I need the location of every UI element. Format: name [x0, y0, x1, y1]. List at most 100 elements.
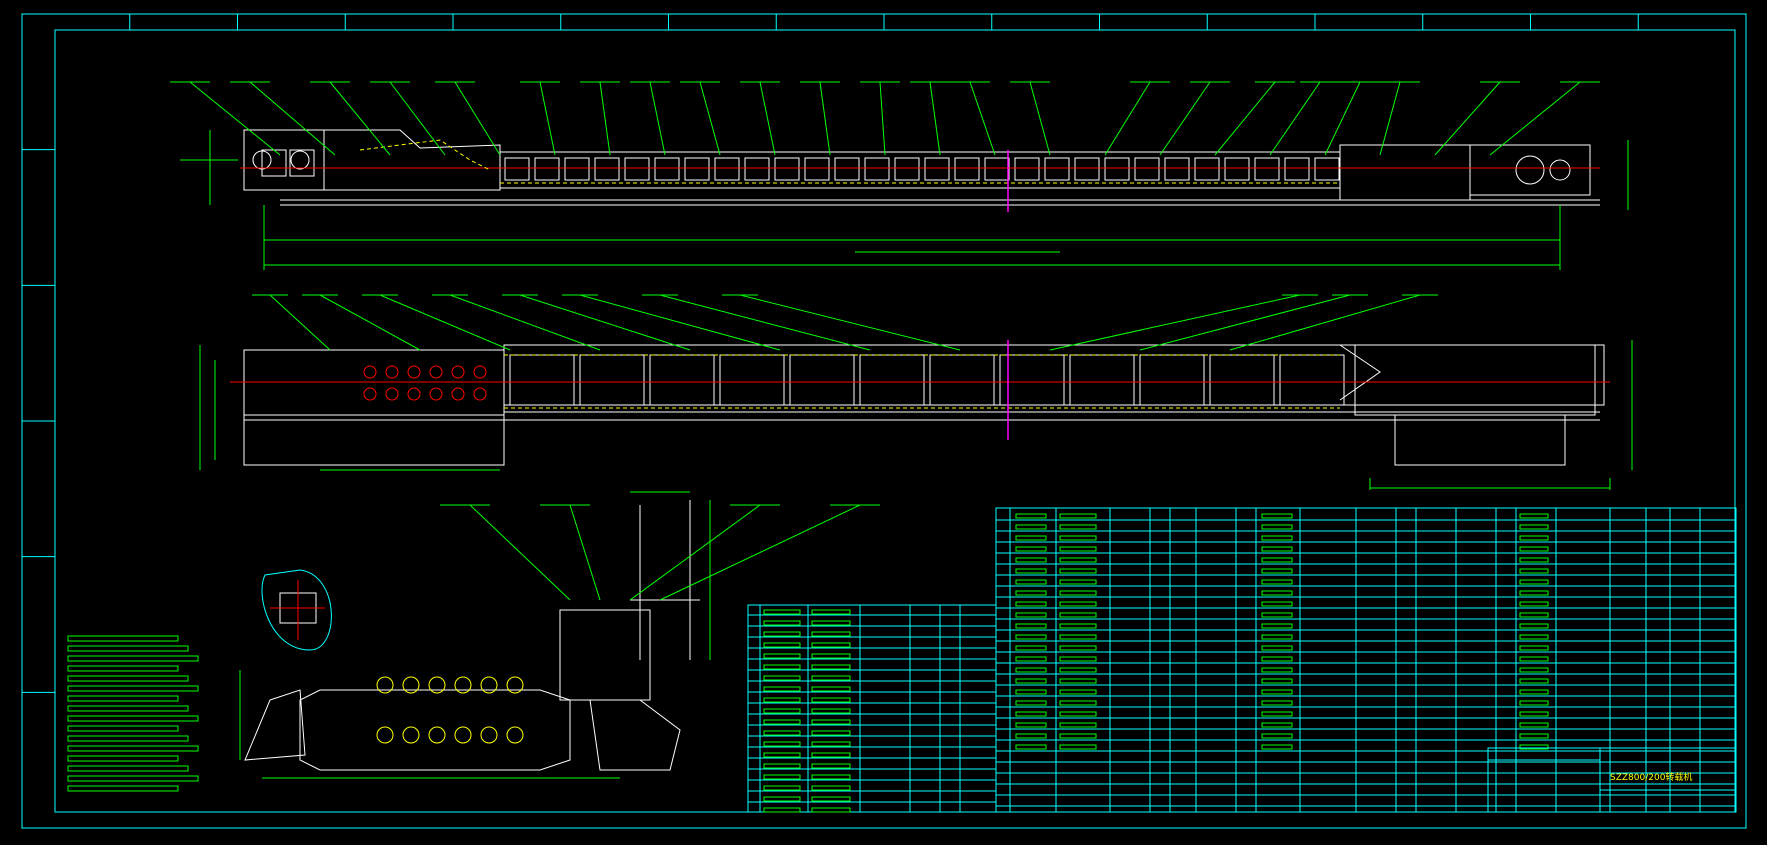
plan-cell [1279, 354, 1345, 406]
table-entry [1261, 656, 1293, 662]
trough-cell [1164, 157, 1190, 181]
table-entry [1059, 678, 1097, 684]
table-entry [1261, 634, 1293, 640]
note-line [67, 755, 179, 762]
table-entry [811, 697, 851, 703]
table-entry [763, 675, 801, 681]
table-entry [763, 763, 801, 769]
trough-cell [594, 157, 620, 181]
note-line [67, 745, 199, 752]
chain-link [506, 726, 524, 744]
table-entry [811, 675, 851, 681]
table-entry [1059, 557, 1097, 563]
chain-link [402, 726, 420, 744]
table-entry [811, 631, 851, 637]
bolt-circle [473, 387, 487, 401]
table-entry [1059, 733, 1097, 739]
leader-line [449, 294, 601, 351]
plan-view [199, 294, 1633, 490]
table-entry [1519, 733, 1549, 739]
table-entry [811, 664, 851, 670]
plan-cell [579, 354, 645, 406]
table-entry [1015, 678, 1047, 684]
table-entry [811, 620, 851, 626]
bolt-circle [407, 365, 421, 379]
table-entry [1519, 689, 1549, 695]
leader-line [819, 81, 831, 156]
table-entry [1059, 656, 1097, 662]
table-entry [1015, 568, 1047, 574]
note-line [67, 775, 199, 782]
table-entry [811, 609, 851, 615]
table-entry [1015, 546, 1047, 552]
table-entry [1519, 579, 1549, 585]
leader-line [659, 294, 871, 351]
table-entry [1519, 535, 1549, 541]
table-entry [1059, 711, 1097, 717]
table-entry [811, 653, 851, 659]
chain-link [454, 726, 472, 744]
chain-link [428, 726, 446, 744]
table-entry [811, 741, 851, 747]
plan-cell [999, 354, 1065, 406]
plan-cell [789, 354, 855, 406]
bolt-circle [363, 387, 377, 401]
table-entry [763, 741, 801, 747]
table-entry [1261, 590, 1293, 596]
table-entry [1059, 744, 1097, 750]
plan-cell [1209, 354, 1275, 406]
elevation-view [170, 81, 1629, 270]
table-entry [1519, 645, 1549, 651]
bolt-circle [385, 365, 399, 379]
table-entry [1015, 733, 1047, 739]
table-entry [1261, 612, 1293, 618]
table-entry [1059, 645, 1097, 651]
table-border [747, 604, 997, 813]
table-entry [1015, 513, 1047, 519]
leader-line [189, 81, 281, 156]
table-entry [1015, 722, 1047, 728]
leader-line [269, 294, 331, 351]
leader-line [569, 504, 601, 601]
leader-line [739, 294, 961, 351]
plan-cell [929, 354, 995, 406]
leader-line [1029, 81, 1051, 156]
trough-cell [924, 157, 950, 181]
parts-list-entries [763, 513, 1549, 813]
table-entry [1015, 656, 1047, 662]
leader-line [649, 81, 666, 156]
leader-line [1104, 81, 1151, 156]
leader-line [759, 81, 776, 156]
table-entry [763, 653, 801, 659]
table-entry [1261, 623, 1293, 629]
table-border [995, 507, 1737, 813]
plan-cell [859, 354, 925, 406]
table-entry [763, 631, 801, 637]
leader-line [699, 81, 721, 156]
chain-link [376, 726, 394, 744]
trough-cell [864, 157, 890, 181]
table-entry [763, 719, 801, 725]
table-entry [1519, 612, 1549, 618]
table-entry [763, 620, 801, 626]
table-entry [1261, 579, 1293, 585]
leader-line [329, 81, 391, 156]
bolt-circle [451, 365, 465, 379]
table-entry [1519, 601, 1549, 607]
leader-line [579, 294, 781, 351]
table-entry [811, 785, 851, 791]
table-entry [1261, 557, 1293, 563]
table-entry [1261, 744, 1293, 750]
table-entry [1261, 678, 1293, 684]
trough-cell [504, 157, 530, 181]
bolt-circle [385, 387, 399, 401]
table-entry [1519, 744, 1549, 750]
table-entry [1059, 535, 1097, 541]
table-entry [811, 796, 851, 802]
title-block: SZZ800/200转载机 [1487, 747, 1737, 813]
table-entry [1261, 546, 1293, 552]
leader-line [879, 81, 886, 156]
leader-line [1434, 81, 1501, 156]
table-entry [1519, 722, 1549, 728]
bolt-circle [429, 387, 443, 401]
